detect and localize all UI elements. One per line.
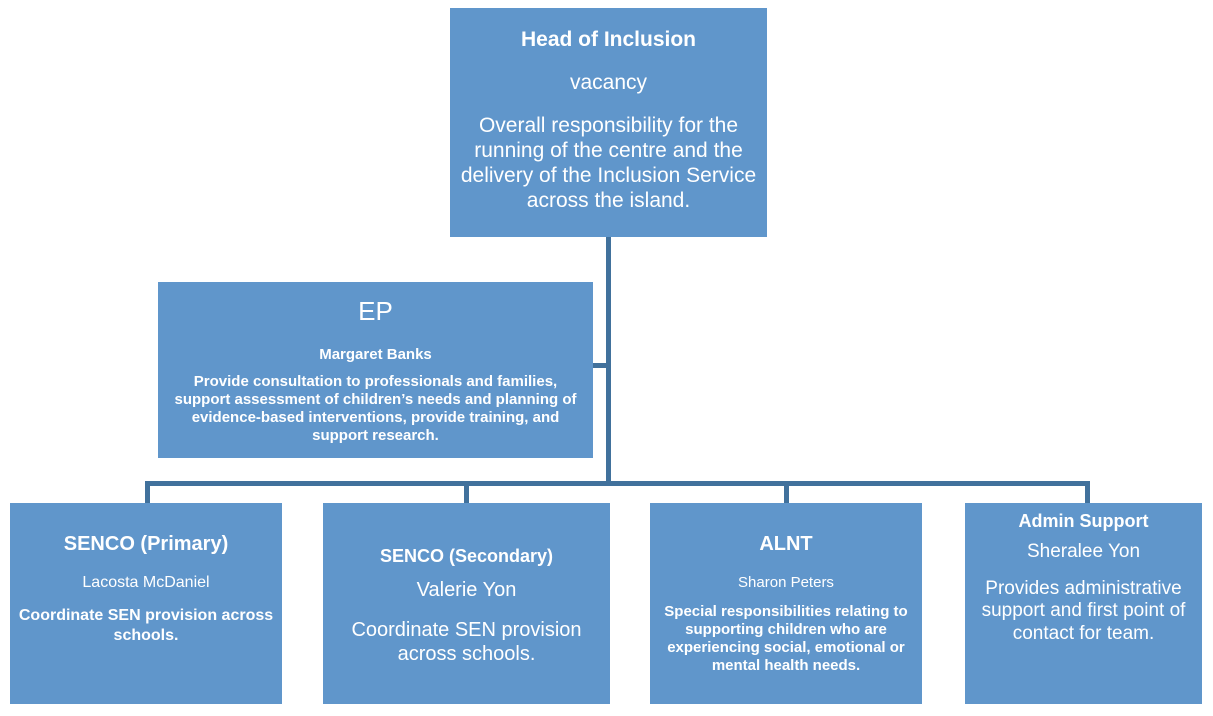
node-role-label: SENCO (Secondary) — [379, 546, 554, 566]
node-role-label: ALNT — [759, 533, 813, 555]
node-person-label: Sharon Peters — [738, 573, 834, 591]
node-role-label: SENCO (Primary) — [63, 533, 229, 555]
connector-head-trunk — [606, 237, 611, 486]
org-node-head-of-inclusion[interactable]: Head of Inclusion vacancy Overall respon… — [450, 8, 767, 237]
connector-drop-alnt — [784, 481, 789, 505]
org-node-senco-primary[interactable]: SENCO (Primary) Lacosta McDaniel Coordin… — [10, 503, 282, 704]
node-description: Provides administrative support and firs… — [981, 577, 1186, 645]
org-node-admin-support[interactable]: Admin Support Sheralee Yon Provides admi… — [965, 503, 1202, 704]
connector-drop-senco-primary — [145, 481, 150, 505]
node-person-label: Sheralee Yon — [1026, 541, 1141, 563]
connector-drop-admin — [1085, 481, 1090, 505]
org-node-ep[interactable]: EP Margaret Banks Provide consultation t… — [158, 282, 593, 458]
node-person-label: vacancy — [569, 70, 648, 94]
node-role-label: Admin Support — [1018, 511, 1149, 531]
connector-head-to-ep — [590, 363, 611, 368]
connector-drop-senco-secondary — [464, 481, 469, 505]
node-person-label: Valerie Yon — [416, 579, 517, 602]
org-node-senco-secondary[interactable]: SENCO (Secondary) Valerie Yon Coordinate… — [323, 503, 610, 704]
node-description: Coordinate SEN provision across schools. — [18, 607, 274, 644]
org-node-alnt[interactable]: ALNT Sharon Peters Special responsibilit… — [650, 503, 922, 704]
node-description: Special responsibilities relating to sup… — [664, 603, 908, 675]
node-role-label: Head of Inclusion — [520, 28, 696, 51]
node-role-label: EP — [358, 296, 393, 326]
node-description: Provide consultation to professionals an… — [174, 373, 577, 445]
node-description: Coordinate SEN provision across schools. — [351, 618, 582, 665]
node-person-label: Margaret Banks — [319, 345, 432, 363]
node-person-label: Lacosta McDaniel — [82, 573, 210, 591]
node-description: Overall responsibility for the running o… — [460, 113, 757, 213]
connector-distribution-bar — [145, 481, 1090, 486]
